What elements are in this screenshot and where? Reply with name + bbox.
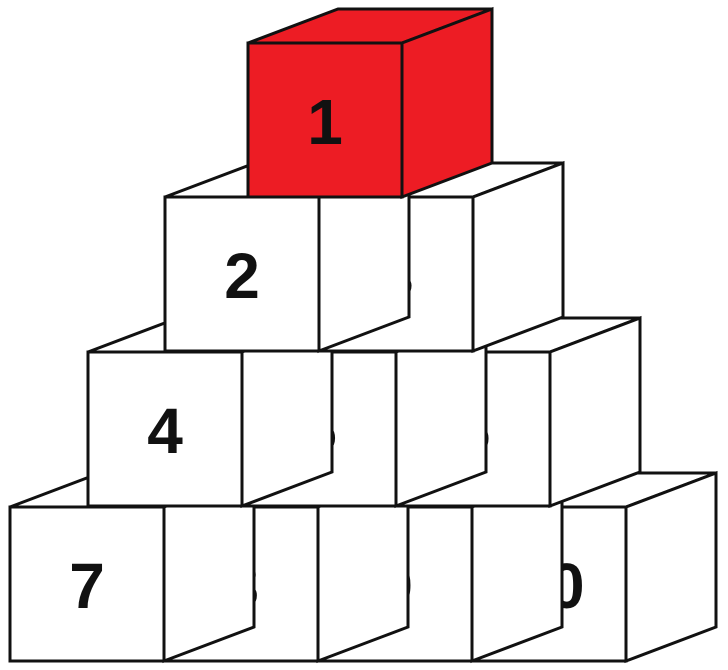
cube-1: 1	[246, 6, 494, 200]
cube-label: 2	[224, 240, 260, 312]
cube-side-face	[400, 6, 494, 200]
cube-7: 7	[8, 470, 256, 664]
cube-side-face	[624, 470, 718, 664]
pyramid-row-3: 654	[86, 315, 642, 509]
pyramid-row-1: 1	[246, 6, 494, 200]
cube-label: 4	[147, 395, 183, 467]
cube-side-face	[548, 315, 642, 509]
cube-4: 4	[86, 315, 334, 509]
cube-side-face	[471, 160, 565, 354]
cube-label: 7	[69, 550, 105, 622]
cube-label: 1	[307, 86, 343, 158]
cube-front-face	[246, 41, 404, 199]
